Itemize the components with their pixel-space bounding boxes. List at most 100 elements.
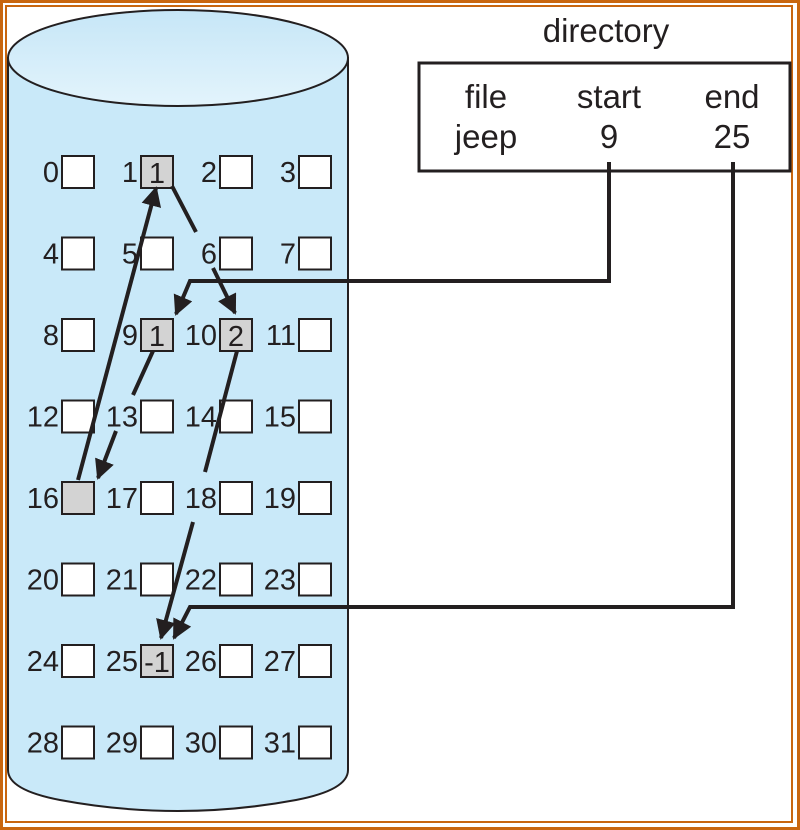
block-free-box [61,399,95,434]
disk-block-28: 28 [27,725,95,760]
block-number-label: 31 [264,728,296,760]
block-free-box [298,644,332,678]
block-number-label: 7 [280,239,296,271]
disk-block-27: 27 [264,644,332,678]
disk-block-5: 5 [122,236,174,271]
block-free-box [298,236,332,271]
disk-block-2: 2 [201,155,253,189]
block-number-label: 12 [27,402,59,434]
arrow-block-10-to-25 [161,350,239,638]
block-number-label: 18 [185,483,217,515]
block-free-box [298,318,332,352]
block-number-label: 17 [106,483,138,515]
block-free-box [61,236,95,271]
block-free-box [61,644,95,678]
block-free-box [140,562,174,597]
disk-block-19: 19 [264,481,332,515]
block-number-label: 5 [122,239,138,271]
disk-block-15: 15 [264,399,332,434]
block-free-box [219,236,253,271]
block-free-box [219,725,253,760]
block-number-label: 11 [266,320,296,352]
disk-block-18: 18 [185,481,253,515]
disk-block-4: 4 [43,236,95,271]
block-number-label: 6 [201,239,217,271]
disk-block-21: 21 [106,562,174,597]
block-free-box [61,155,95,189]
block-free-box [298,562,332,597]
arrow-block-9-to-16 [98,350,155,478]
block-free-box [140,725,174,760]
disk-block-8: 8 [43,318,95,352]
block-number-label: 26 [185,646,217,678]
block-next-pointer-value: 1 [149,158,165,190]
block-number-label: 24 [27,646,59,678]
disk-block-6: 6 [201,236,253,271]
block-number-label: 21 [106,565,138,597]
block-used-box [140,155,174,189]
block-next-pointer-value: -1 [144,647,170,679]
directory-panel: directory file start end jeep 9 25 [417,12,792,173]
disk-block-24: 24 [27,644,95,678]
block-free-box [219,399,253,434]
block-free-box [61,562,95,597]
disk-block-30: 30 [185,725,253,760]
block-number-label: 2 [201,157,217,189]
disk-block-20: 20 [27,562,95,597]
block-number-label: 3 [280,157,296,189]
block-number-label: 10 [185,320,217,352]
block-number-label: 28 [27,728,59,760]
disk-block-23: 23 [264,562,332,597]
block-free-box [219,644,253,678]
block-used-box [61,481,95,515]
block-free-box [140,399,174,434]
block-free-box [219,155,253,189]
disk-block-26: 26 [185,644,253,678]
block-free-box [298,481,332,515]
block-free-box [298,725,332,760]
arrow-block-16-to-1 [76,186,162,481]
entry-start: 9 [600,118,618,155]
block-number-label: 25 [106,646,138,678]
disk-block-22: 22 [185,562,253,597]
block-used-box [140,318,174,352]
block-free-box [140,481,174,515]
block-free-box [298,399,332,434]
block-free-box [219,481,253,515]
block-number-label: 23 [264,565,296,597]
disk-cylinder [7,9,349,812]
inner-frame [5,5,793,823]
disk-block-12: 12 [27,399,95,434]
block-number-label: 16 [27,483,59,515]
block-free-box [61,725,95,760]
block-number-label: 19 [264,483,296,515]
block-free-box [298,155,332,189]
block-number-label: 29 [106,728,138,760]
cylinder-body [7,57,349,812]
directory-box [417,61,792,173]
block-number-label: 27 [264,646,296,678]
block-number-label: 30 [185,728,217,760]
block-free-box [61,318,95,352]
arrow-start-to-block-9 [173,162,611,316]
block-number-label: 20 [27,565,59,597]
block-next-pointer-value: 1 [149,321,165,353]
directory-title: directory [543,12,670,49]
disk-block-0: 0 [43,155,95,189]
block-free-box [140,236,174,271]
disk-block-3: 3 [280,155,332,189]
arrow-block-1-to-10 [170,185,235,313]
block-number-label: 4 [43,239,59,271]
disk-block-13: 13 [106,399,174,434]
block-number-label: 15 [264,402,296,434]
arrow-end-to-block-25 [172,162,735,640]
header-end: end [704,78,759,115]
block-number-label: 0 [43,157,59,189]
block-number-label: 22 [185,565,217,597]
block-next-pointer-value: 2 [228,321,244,353]
cylinder-top [7,9,349,107]
